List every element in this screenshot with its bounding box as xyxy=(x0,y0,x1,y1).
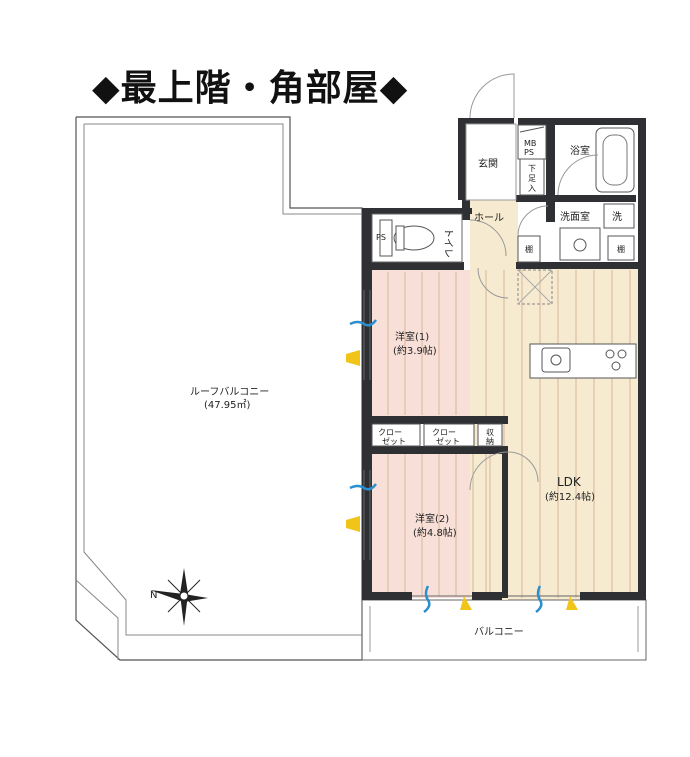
closet1-line1: クロー xyxy=(378,428,402,437)
western2-name: 洋室(2) xyxy=(415,512,449,525)
western2-area: (約4.8帖) xyxy=(413,526,457,539)
bath-label: 浴室 xyxy=(570,144,590,157)
closet2-line2: ゼット xyxy=(436,436,460,446)
storage-line1: 収 xyxy=(486,427,494,437)
bathtub xyxy=(595,127,635,193)
closet1-line2: ゼット xyxy=(382,436,406,446)
storage xyxy=(477,423,503,447)
bath-door-swing xyxy=(557,154,599,196)
toilet xyxy=(371,213,463,263)
entrance xyxy=(465,73,517,201)
kitchen-counter xyxy=(529,343,637,379)
ldk-name: LDK xyxy=(557,475,582,489)
roof-balcony-name: ルーフバルコニー xyxy=(190,386,269,398)
hall-floor xyxy=(470,200,518,268)
western1-name: 洋室(1) xyxy=(395,330,429,343)
walls xyxy=(362,118,646,600)
toilet-label: トイレ xyxy=(442,228,453,258)
shoe-box-line1: 下 xyxy=(528,164,536,173)
washroom-label: 洗面室 xyxy=(560,210,590,223)
ventilation-marks xyxy=(346,319,578,613)
storage-line2: 納 xyxy=(486,436,494,446)
closet2-line1: クロー xyxy=(432,428,456,437)
hall-label: ホール xyxy=(474,212,504,224)
ps-label: PS xyxy=(376,233,386,242)
compass: N xyxy=(150,568,208,626)
shoe-box xyxy=(519,158,545,196)
compass-north-label: N xyxy=(150,590,157,601)
fridge-space xyxy=(517,269,553,305)
cabinet-right-label: 棚 xyxy=(617,244,625,254)
mbps-line2: PS xyxy=(524,148,534,157)
shoe-box-line2: 足 xyxy=(528,174,536,183)
roof-balcony-area: (47.95㎡) xyxy=(204,399,251,411)
closet1 xyxy=(371,423,421,447)
washbasin xyxy=(559,227,601,261)
headline: ◆最上階・角部屋◆ xyxy=(92,67,409,109)
ldk-area: (約12.4帖) xyxy=(545,490,595,503)
floorboards xyxy=(387,270,631,598)
cabinet-right xyxy=(607,235,635,261)
washer-space xyxy=(603,203,635,229)
windows xyxy=(363,290,580,601)
shoe-box-line3: 入 xyxy=(528,184,536,193)
mbps-line1: MB xyxy=(524,139,536,148)
closet2 xyxy=(423,423,475,447)
cabinet-left xyxy=(517,235,541,263)
balcony-label: バルコニー xyxy=(474,626,524,638)
western1-area: (約3.9帖) xyxy=(393,344,437,357)
cabinet-left-label: 棚 xyxy=(525,244,533,254)
toilet-label-text: トイレ xyxy=(442,228,453,258)
washer-label: 洗 xyxy=(612,211,622,223)
western1-floor xyxy=(372,270,470,416)
entrance-label: 玄関 xyxy=(478,157,498,170)
